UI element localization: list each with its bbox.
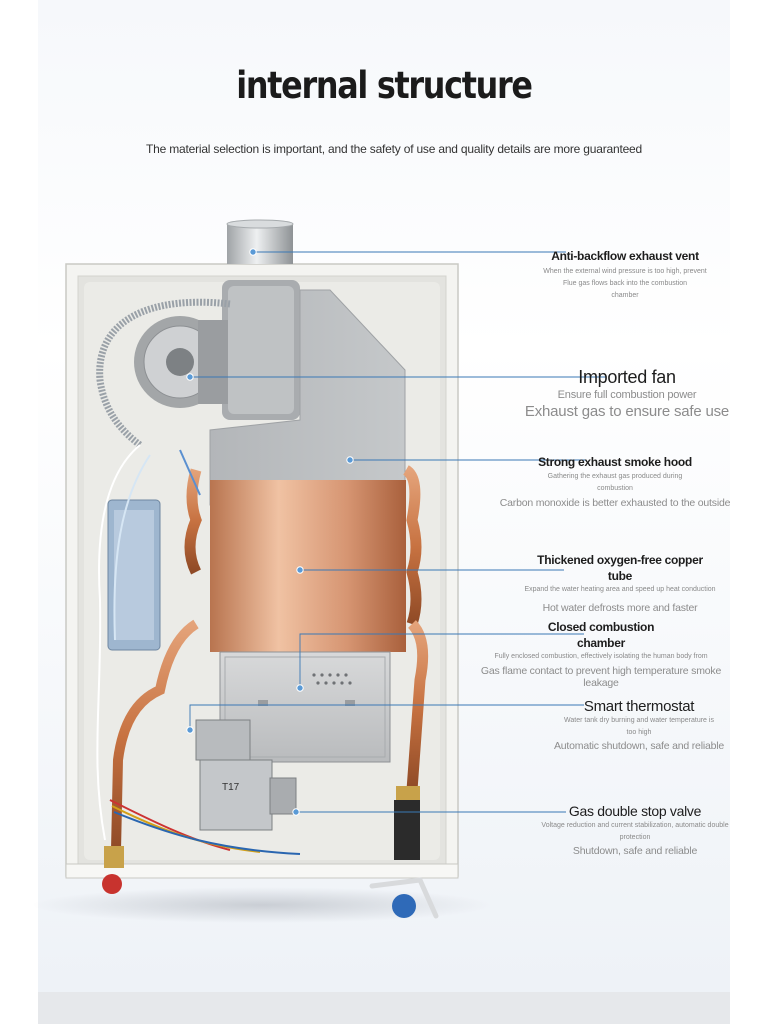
heat-exchanger (184, 465, 422, 652)
callout-title: Strong exhaust smoke hood (538, 455, 692, 469)
leader-dots (186, 248, 354, 816)
callout-detail: too high (626, 729, 652, 736)
callout-detail: Exhaust gas to ensure safe use (524, 403, 730, 420)
callout-title: Imported fan (578, 367, 676, 387)
callout-detail: protection (619, 834, 651, 841)
callout-detail: Ensure full combustion power (557, 389, 697, 401)
callout-title: Closed combustion (547, 620, 655, 634)
callout-title: Smart thermostat (583, 698, 695, 715)
callout-title: chamber (577, 636, 625, 650)
gas-valve: T17 (195, 719, 297, 831)
hose (96, 298, 231, 448)
callout-detail: Fully enclosed combustion, effectively i… (494, 653, 708, 660)
callout-detail: combustion (597, 485, 633, 492)
bottom-fittings (102, 786, 439, 919)
callout-detail: Flue gas flows back into the combustion (562, 280, 688, 287)
exhaust-vent (226, 219, 294, 264)
callout-detail: Water tank dry burning and water tempera… (564, 717, 714, 724)
callout-detail: Expand the water heating area and speed … (524, 586, 716, 593)
callout-title: Anti-backflow exhaust vent (551, 249, 699, 263)
callout-double-stop-valve: Gas double stop valve Voltage reduction … (520, 803, 750, 857)
callout-imported-fan: Imported fan Ensure full combustion powe… (512, 367, 742, 420)
callout-detail: Gas flame contact to prevent high temper… (480, 665, 722, 689)
callout-detail: Carbon monoxide is better exhausted to t… (499, 497, 731, 509)
callout-detail: Shutdown, safe and reliable (572, 845, 698, 857)
leader-lines (189, 251, 606, 813)
fan-assembly (134, 280, 300, 420)
page-subtitle: The material selection is important, and… (145, 142, 643, 156)
callout-smoke-hood: Strong exhaust smoke hood Gathering the … (490, 455, 740, 509)
callout-title: Thickened oxygen-free copper (537, 553, 703, 567)
outlet-pipe (406, 620, 429, 791)
callout-detail: When the external wind pressure is too h… (543, 268, 707, 275)
valve-label: T17 (222, 782, 240, 793)
callout-exhaust-vent: Anti-backflow exhaust vent When the exte… (530, 249, 720, 302)
callout-smart-thermostat: Smart thermostat Water tank dry burning … (524, 698, 754, 752)
callout-title: tube (607, 569, 633, 583)
callout-combustion-chamber: Closed combustion chamber Fully enclosed… (464, 619, 738, 689)
callout-detail: chamber (611, 292, 639, 299)
page-title: internal structure (236, 64, 533, 107)
callout-detail: Gathering the exhaust gas produced durin… (547, 473, 683, 480)
callout-detail: Hot water defrosts more and faster (542, 602, 698, 614)
inlet-pipe (111, 619, 199, 851)
callout-detail: Voltage reduction and current stabilizat… (541, 822, 729, 829)
callout-title: Gas double stop valve (568, 803, 702, 819)
wires (96, 444, 301, 855)
floor-shadow (32, 887, 492, 923)
callout-copper-tube: Thickened oxygen-free copper tube Expand… (500, 552, 740, 614)
callout-detail: Automatic shutdown, safe and reliable (553, 740, 725, 752)
bottom-strip (38, 992, 730, 1024)
